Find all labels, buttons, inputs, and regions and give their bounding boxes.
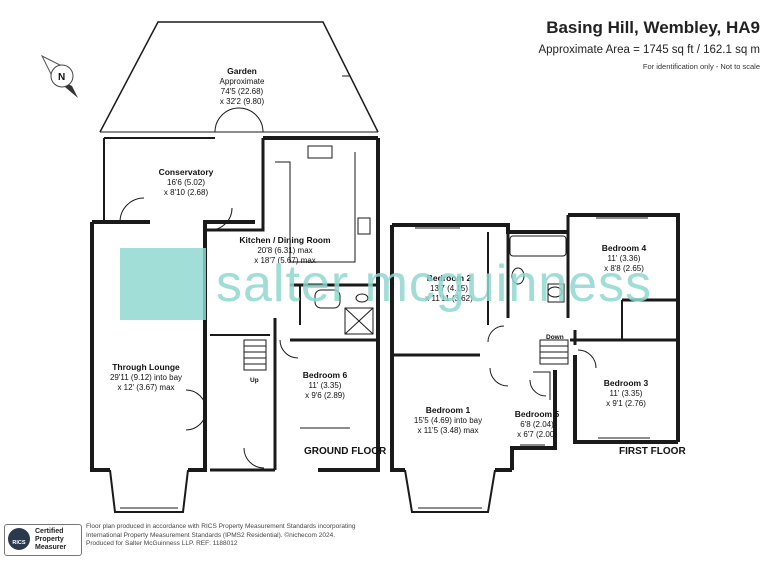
bedroom4-name: Bedroom 4 (602, 243, 647, 253)
bedroom3-line2: x 9'1 (2.76) (606, 399, 646, 408)
room-bedroom6: Bedroom 6 11' (3.35) x 9'6 (2.89) (303, 370, 348, 400)
garden-line1: Approximate (220, 77, 265, 86)
compass-letter: N (58, 72, 65, 83)
ground-floor-label: GROUND FLOOR (304, 446, 387, 457)
first-floor-label: FIRST FLOOR (619, 446, 686, 457)
rics-line3: Measurer (35, 544, 67, 551)
footer-line1: Floor plan produced in accordance with R… (86, 523, 356, 530)
lounge-name: Through Lounge (112, 362, 180, 372)
conservatory-line2: x 8'10 (2.68) (164, 188, 209, 197)
bedroom5-line2: x 6'7 (2.00) (517, 430, 557, 439)
bedroom2-line1: 13'7 (4.15) (430, 284, 468, 293)
rics-line1: Certified (35, 528, 64, 535)
identification-note: For identification only - Not to scale (642, 62, 760, 71)
stairs-up-label: Up (250, 377, 259, 384)
lounge-line1: 29'11 (9.12) into bay (110, 373, 182, 382)
kitchen-line2: x 18'7 (5.67) max (254, 256, 316, 265)
property-title: Basing Hill, Wembley, HA9 (546, 18, 760, 37)
kitchen-line1: 20'8 (6.31) max (257, 246, 312, 255)
bedroom5-name: Bedroom 5 (515, 409, 560, 419)
kitchen-name: Kitchen / Dining Room (239, 235, 331, 245)
bedroom1-name: Bedroom 1 (426, 405, 471, 415)
room-kitchen: Kitchen / Dining Room 20'8 (6.31) max x … (239, 235, 331, 265)
room-bedroom1: Bedroom 1 15'5 (4.69) into bay x 11'5 (3… (414, 405, 482, 435)
garden-line3: x 32'2 (9.80) (220, 97, 265, 106)
footer-line2: International Property Measurement Stand… (86, 531, 336, 539)
ground-stairs (243, 339, 267, 371)
conservatory-name: Conservatory (159, 167, 214, 177)
bedroom6-line1: 11' (3.35) (309, 381, 342, 390)
rics-certification: Certified Property Measurer (35, 528, 66, 552)
first-floor-walls (390, 213, 680, 472)
footer-disclaimer: Floor plan produced in accordance with R… (86, 523, 356, 549)
bedroom1-line2: x 11'5 (3.48) max (418, 426, 479, 435)
compass-icon: N (40, 54, 78, 98)
lounge-line2: x 12' (3.67) max (117, 383, 174, 392)
rics-logo-icon: RICS (8, 528, 30, 550)
bedroom2-name: Bedroom 2 (427, 273, 472, 283)
rics-badge: RICS Certified Property Measurer (4, 524, 82, 556)
bedroom1-bay-window (404, 469, 496, 513)
room-bedroom5: Bedroom 5 6'8 (2.04) x 6'7 (2.00) (515, 409, 560, 439)
bedroom2-line2: x 11'11 (3.62) (425, 294, 473, 303)
garden-line2: 74'5 (22.68) (221, 87, 264, 96)
first-stairs (487, 325, 597, 400)
room-bedroom2: Bedroom 2 13'7 (4.15) x 11'11 (3.62) (425, 273, 473, 303)
windows (300, 217, 650, 446)
room-conservatory: Conservatory 16'6 (5.02) x 8'10 (2.68) (159, 167, 214, 197)
bedroom6-line2: x 9'6 (2.89) (305, 391, 345, 400)
room-garden: Garden Approximate 74'5 (22.68) x 32'2 (… (220, 66, 265, 106)
bathroom-fittings (509, 235, 567, 303)
ground-doors (119, 107, 299, 469)
lounge-bay-window (109, 469, 189, 513)
bedroom3-line1: 11' (3.35) (610, 389, 643, 398)
footer-line3: Produced for Salter McGuinness LLP. REF:… (86, 540, 238, 547)
room-bedroom3: Bedroom 3 11' (3.35) x 9'1 (2.76) (604, 378, 649, 408)
rics-line2: Property (35, 536, 64, 543)
ground-floor-walls (90, 136, 380, 472)
conservatory-line1: 16'6 (5.02) (167, 178, 205, 187)
room-lounge: Through Lounge 29'11 (9.12) into bay x 1… (110, 362, 182, 392)
approximate-area: Approximate Area = 1745 sq ft / 162.1 sq… (538, 44, 760, 56)
stairs-down-label: Down (546, 334, 564, 341)
room-bedroom4: Bedroom 4 11' (3.36) x 8'8 (2.65) (602, 243, 647, 273)
bedroom1-line1: 15'5 (4.69) into bay (414, 416, 482, 425)
garden-name: Garden (227, 66, 257, 76)
bedroom5-line1: 6'8 (2.04) (520, 420, 554, 429)
bedroom3-name: Bedroom 3 (604, 378, 649, 388)
kitchen-worktops (275, 145, 374, 335)
bedroom4-line2: x 8'8 (2.65) (604, 264, 644, 273)
bedroom6-name: Bedroom 6 (303, 370, 348, 380)
garden-outline (99, 21, 379, 133)
bedroom4-line1: 11' (3.36) (608, 254, 641, 263)
